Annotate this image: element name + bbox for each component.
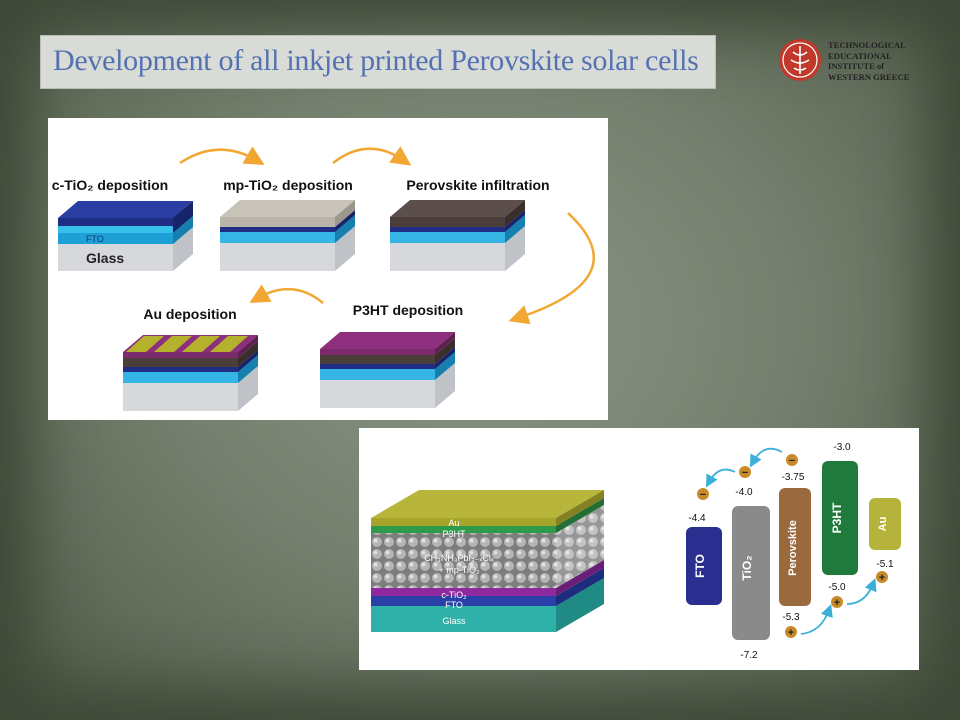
stack-label-glass: Glass [442,616,466,626]
energy-level-diagram: FTO -4.4 TiO₂ -4.0 -7.2 Perovskite -3.75… [686,442,901,661]
device-and-energy-diagram: Au P3HT CH₃NH₃PbI₃₋ₓClₓ + mp-TiO₂ c-TiO₂… [371,442,901,661]
fto-energy-bar [686,527,722,605]
tio2-top-value: -4.0 [735,487,753,498]
stack-label-ctio2: c-TiO₂ [441,590,467,600]
electron-icon: − [786,454,798,467]
hole-icon: + [876,571,888,584]
hole-sign: + [788,627,794,639]
arrow-step4-to-step5 [249,284,324,304]
fto-layer-label: FTO [86,234,104,244]
tio2-energy-label: TiO₂ [740,555,754,580]
hole-transfer-arrow [800,604,833,635]
electron-sign: − [789,455,795,467]
stack-label-au: Au [448,518,459,528]
logo-text: TECHNOLOGICAL EDUCATIONAL INSTITUTE of W… [828,40,909,82]
fto-value: -4.4 [688,513,706,524]
p3ht-energy-bar [822,461,858,575]
p3ht-top-value: -3.0 [833,442,851,453]
process-diagram-panel: c-TiO₂ deposition mp-TiO₂ deposition Per… [48,118,608,420]
perovskite-top-value: -3.75 [782,472,805,483]
au-energy-bar [869,498,901,550]
device-mptio2 [220,200,355,271]
arrow-step2-to-step3 [332,146,412,166]
logo-line-4: WESTERN GREECE [828,71,910,82]
perovskite-bottom-value: -5.3 [782,612,800,623]
title-box: Development of all inkjet printed Perovs… [40,35,716,89]
energy-diagram-panel: Au P3HT CH₃NH₃PbI₃₋ₓClₓ + mp-TiO₂ c-TiO₂… [359,428,919,670]
hole-icon: + [785,626,797,639]
arrow-step1-to-step2 [179,146,265,166]
stack-label-perovskite-2: + mp-TiO₂ [439,565,480,575]
device-stack: Au P3HT CH₃NH₃PbI₃₋ₓClₓ + mp-TiO₂ c-TiO₂… [371,490,604,632]
step-label-perovskite: Perovskite infiltration [406,177,549,193]
electron-transfer-arrow [705,468,736,488]
logo-line-3: INSTITUTE of [828,61,885,71]
au-energy-label: Au [877,517,889,532]
device-perovskite [390,200,525,271]
institute-logo: TECHNOLOGICAL EDUCATIONAL INSTITUTE of W… [778,38,938,90]
device-p3ht [320,332,455,408]
step-label-mptio2: mp-TiO₂ deposition [223,177,353,193]
tio2-bottom-value: -7.2 [740,650,758,661]
hole-sign: + [879,572,885,584]
step-label-p3ht: P3HT deposition [353,302,463,318]
electron-icon: − [697,488,709,501]
electron-transfer-arrow [749,447,783,468]
stack-label-perovskite-1: CH₃NH₃PbI₃₋ₓClₓ [424,553,494,563]
step-label-ctio2: c-TiO₂ deposition [52,177,168,193]
stack-label-p3ht: P3HT [442,529,466,539]
au-value: -5.1 [876,559,894,570]
stack-label-fto: FTO [445,600,463,610]
logo-line-2: EDUCATIONAL [828,50,892,61]
fto-energy-label: FTO [693,554,707,578]
step-label-au: Au deposition [143,306,236,322]
process-diagram: c-TiO₂ deposition mp-TiO₂ deposition Per… [52,146,596,411]
slide-title: Development of all inkjet printed Perovs… [53,44,699,77]
p3ht-bottom-value: -5.0 [828,582,846,593]
hole-icon: + [831,596,843,609]
electron-sign: − [742,467,748,479]
glass-layer-label: Glass [86,250,124,266]
tio2-energy-bar [732,506,770,640]
logo-line-1: TECHNOLOGICAL [828,40,906,50]
device-au [123,335,258,411]
perovskite-energy-label: Perovskite [787,520,799,576]
hole-sign: + [834,597,840,609]
perovskite-energy-bar [779,488,811,606]
hole-transfer-arrow [846,578,877,605]
p3ht-energy-label: P3HT [830,502,844,533]
electron-sign: − [700,489,706,501]
device-ctio2: FTO Glass [58,201,193,271]
institute-emblem-icon [779,39,821,81]
arrow-step3-to-step4 [508,212,596,325]
electron-icon: − [739,466,751,479]
